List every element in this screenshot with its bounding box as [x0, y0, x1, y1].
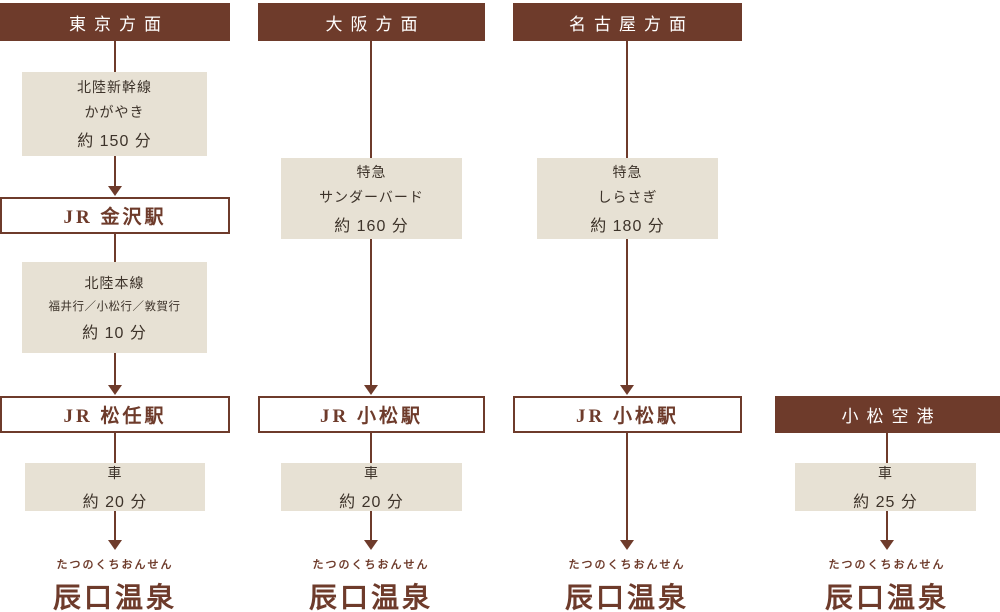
direction-header-komatsu-airport: 小松空港 [775, 396, 1000, 433]
transit-box-hokuriku-shinkansen: 北陸新幹線 かがやき 約 150 分 [22, 72, 207, 156]
car-box: 車 約 20 分 [281, 463, 462, 511]
transit-duration: 約 150 分 [77, 133, 152, 150]
station-box-komatsu: JR 小松駅 [258, 396, 485, 433]
connector-line [370, 511, 372, 540]
transit-duration: 約 10 分 [82, 324, 147, 342]
arrow-down-icon [364, 540, 378, 550]
connector-line [626, 239, 628, 385]
arrow-down-icon [620, 540, 634, 550]
connector-line [114, 511, 116, 540]
destination-name: 辰口温泉 [308, 583, 433, 612]
transit-box-hokuriku-line: 北陸本線 福井行／小松行／敦賀行 約 10 分 [22, 262, 207, 353]
arrow-down-icon [620, 385, 634, 395]
arrow-down-icon [108, 540, 122, 550]
arrow-down-icon [364, 385, 378, 395]
transit-bound-for: 福井行／小松行／敦賀行 [48, 300, 181, 313]
transit-duration: 約 160 分 [334, 217, 409, 235]
connector-line [114, 156, 116, 186]
car-duration: 約 20 分 [339, 493, 404, 511]
destination-name: 辰口温泉 [52, 583, 177, 612]
direction-header-osaka: 大阪方面 [258, 3, 485, 41]
car-duration: 約 20 分 [82, 493, 148, 511]
arrow-down-icon [880, 540, 894, 550]
transit-train-name: かがやき [84, 104, 145, 120]
destination: たつのくちおんせん 辰口温泉 [772, 556, 1000, 612]
car-box: 車 約 25 分 [795, 463, 976, 511]
destination-name: 辰口温泉 [564, 583, 689, 612]
connector-line [370, 433, 372, 463]
direction-header-tokyo: 東京方面 [0, 3, 230, 41]
arrow-down-icon [108, 385, 122, 395]
destination-furigana: たつのくちおんせん [568, 559, 686, 571]
car-label: 車 [364, 464, 379, 481]
transit-train-name: サンダーバード [319, 188, 424, 205]
destination-furigana: たつのくちおんせん [828, 559, 946, 571]
destination-furigana: たつのくちおんせん [312, 559, 430, 571]
car-box: 車 約 20 分 [25, 463, 205, 511]
connector-line [626, 41, 628, 158]
destination-furigana: たつのくちおんせん [56, 559, 174, 571]
car-label: 車 [107, 464, 123, 481]
transit-line-name: 特急 [356, 163, 387, 180]
transit-line-name: 北陸本線 [84, 274, 145, 291]
destination: たつのくちおんせん 辰口温泉 [0, 556, 230, 612]
car-duration: 約 25 分 [853, 493, 918, 511]
connector-line [114, 234, 116, 262]
destination: たつのくちおんせん 辰口温泉 [256, 556, 486, 612]
connector-line [114, 353, 116, 385]
station-box-komatsu: JR 小松駅 [513, 396, 742, 433]
station-box-kanazawa: JR 金沢駅 [0, 197, 230, 234]
connector-line [114, 41, 116, 72]
connector-line [886, 511, 888, 540]
direction-header-nagoya: 名古屋方面 [513, 3, 742, 41]
transit-box-shirasagi: 特急 しらさぎ 約 180 分 [537, 158, 718, 239]
connector-line [114, 433, 116, 463]
destination: たつのくちおんせん 辰口温泉 [512, 556, 742, 612]
connector-line [370, 239, 372, 385]
arrow-down-icon [108, 186, 122, 196]
connector-line [370, 41, 372, 158]
transit-box-thunderbird: 特急 サンダーバード 約 160 分 [281, 158, 462, 239]
station-box-matto: JR 松任駅 [0, 396, 230, 433]
car-label: 車 [878, 464, 893, 481]
destination-name: 辰口温泉 [824, 583, 949, 612]
connector-line [626, 433, 628, 540]
connector-line [886, 433, 888, 463]
transit-train-name: しらさぎ [597, 188, 658, 205]
transit-line-name: 北陸新幹線 [77, 79, 152, 95]
transit-line-name: 特急 [612, 163, 643, 180]
transit-duration: 約 180 分 [590, 217, 665, 235]
